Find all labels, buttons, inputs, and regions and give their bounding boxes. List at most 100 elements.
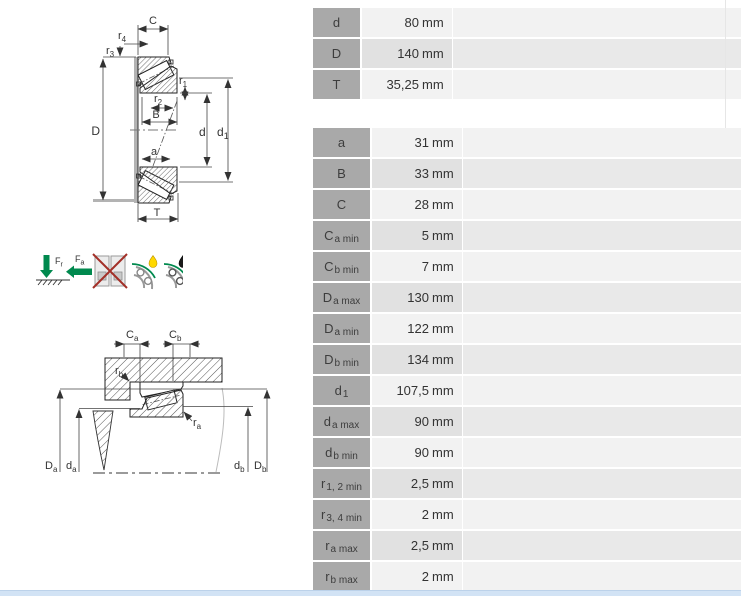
spec-label-subscript: a max [330,543,358,555]
spec-row-filler [453,8,741,37]
bottom-halftone-bar [93,199,138,202]
spec-value-unit: mm [432,414,454,429]
spec-label-subscript: 1, 2 min [326,481,362,493]
spec-label: C [313,190,370,219]
spec-value-unit: mm [432,290,454,305]
spec-label-base: r [325,538,330,553]
spec-value-number: 33 [414,166,429,181]
dim-label-d: d [199,125,206,139]
spec-value-number: 35,25 [386,77,419,92]
cage-top-right [168,59,174,65]
spec-row-filler [463,314,741,343]
spec-label-base: C [324,228,334,243]
spec-row-filler [463,376,741,405]
spec-value-unit: mm [432,569,454,584]
spec-label-base: D [324,321,334,336]
spec-label-subscript: a max [332,419,360,431]
spec-label-base: D [331,46,342,61]
spec-value-unit: mm [432,197,454,212]
spec-row-filler [453,70,741,99]
spec-label: T [313,70,360,99]
spec-label-base: C [324,259,334,274]
spec-value-unit: mm [422,15,444,30]
spec-row-filler [463,190,741,219]
bottom-scroll-bar[interactable] [0,590,741,596]
dim-label-a: a [151,146,158,158]
spec-value-number: 122 [407,321,429,336]
spec-value-unit: mm [432,507,454,522]
dim-label-Ca: Ca [126,329,139,343]
grease-drop [148,254,158,268]
spec-row-filler [463,438,741,467]
spec-row-filler [463,345,741,374]
spec-label-base: r [321,507,326,522]
spec-label-base: d [325,445,333,460]
oil-drop [178,254,183,268]
spec-label-base: r [325,569,330,584]
spec-label-subscript: a min [334,233,359,245]
spec-label-base: d [332,15,341,30]
spec-value-unit: mm [422,46,444,61]
spec-label-subscript: b min [333,450,358,462]
spec-row-filler [463,407,741,436]
spec-label-base: d [334,383,342,398]
dim-label-B: B [152,109,159,121]
spec-value-number: 5 [421,228,429,243]
spec-value-number: 28 [414,197,429,212]
spec-value-number: 130 [407,290,429,305]
spec-label-base: D [322,290,333,305]
spec-value-unit: mm [432,321,454,336]
spec-value-unit: mm [432,228,454,243]
spec-value-number: 107,5 [396,383,429,398]
spec-label-base: d [323,414,331,429]
shaft-shoulder-section [92,410,114,471]
dim-label-Db: Db [254,460,267,474]
inner-ring-and-seat [129,389,184,418]
spec-value-number: 134 [407,352,429,367]
dim-label-da: da [66,460,77,474]
spec-value-unit: mm [432,135,454,150]
spec-value-number: 90 [414,445,429,460]
spec-row-filler [453,39,741,68]
spec-value-number: 2 [421,569,429,584]
spec-label-subscript: 1 [342,388,349,400]
spec-value-unit: mm [432,445,454,460]
spec-value-unit: mm [432,476,454,491]
spec-label-base: B [337,166,346,181]
spec-label-base: C [336,197,347,212]
dim-label-ra: ra [193,417,202,431]
bearing-cross-section-drawing: C r4 r3 D r1 r2 B a [91,15,233,223]
spec-label: a [313,128,370,157]
spec-row-filler [463,128,741,157]
dim-label-db: db [234,460,245,474]
spec-value-number: 90 [414,414,429,429]
spec-label-base: D [324,352,334,367]
spec-label: d [313,8,360,37]
shaft-outline [215,387,225,473]
